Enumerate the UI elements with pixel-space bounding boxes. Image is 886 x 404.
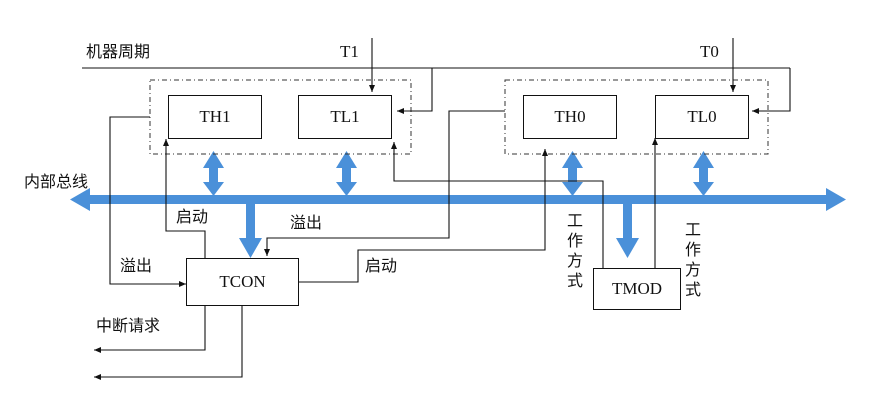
th0-label: TH0 (554, 107, 586, 126)
overflow-timer0-label: 溢出 (290, 213, 323, 232)
th1-bus-link (203, 151, 224, 196)
tl0-bus-link (693, 151, 714, 196)
th1-label: TH1 (199, 107, 231, 126)
tcon-register: TCON (186, 258, 299, 306)
th0-bus-link (562, 151, 583, 196)
internal-bus-arrow (70, 188, 846, 211)
overflow-timer1-label: 溢出 (120, 256, 153, 275)
tcon-start-timer0-line (299, 149, 548, 283)
timer0-overflow-line (264, 110, 505, 256)
th1-register: TH1 (168, 95, 262, 139)
work-mode-left-label: 工作方式 (566, 211, 583, 290)
tl1-bus-link (336, 151, 357, 196)
tl0-label: TL0 (687, 107, 717, 126)
tmod-label: TMOD (611, 279, 663, 298)
th0-register: TH0 (523, 95, 617, 139)
work-mode-right-label: 工作方式 (684, 220, 701, 299)
bus-to-tmod-arrow (616, 204, 639, 258)
t0-pin-label: T0 (700, 42, 719, 61)
tl0-register: TL0 (655, 95, 749, 139)
machine-cycle-label: 机器周期 (86, 42, 151, 61)
internal-bus-label: 内部总线 (24, 172, 89, 191)
tl1-register: TL1 (298, 95, 392, 139)
tmod-mode-timer1-line (391, 142, 604, 268)
timer0-group-outline (504, 79, 769, 155)
tcon-label: TCON (219, 272, 266, 291)
tl1-label: TL1 (330, 107, 360, 126)
start-timer0-label: 启动 (365, 256, 398, 275)
start-timer1-label: 启动 (176, 207, 209, 226)
bus-to-tcon-arrow (239, 204, 262, 258)
interrupt-request-line-1 (94, 306, 206, 353)
machine-cycle-to-tl0 (752, 68, 791, 114)
machine-cycle-to-tl1 (397, 68, 433, 114)
interrupt-request-line-2 (94, 306, 243, 380)
tmod-register: TMOD (593, 268, 681, 310)
t1-pin-label: T1 (340, 42, 359, 61)
timer1-overflow-line (109, 116, 186, 287)
tcon-start-timer1-line (163, 139, 206, 258)
interrupt-request-label: 中断请求 (96, 316, 161, 335)
